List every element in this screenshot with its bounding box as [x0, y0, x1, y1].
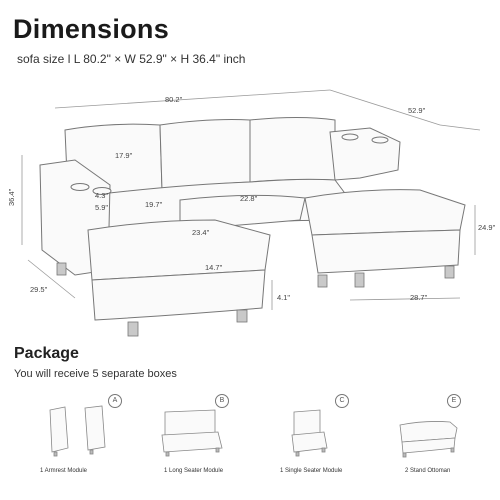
armrest-width-label: 4.3": [95, 191, 108, 200]
package-item-single-seater: C 1 Single Seater Module: [272, 390, 372, 490]
package-letter-e: E: [447, 394, 461, 408]
leg-height-label: 4.1": [277, 293, 290, 302]
sofa-dimension-diagram: 80.2" 52.9" 36.4" 17.9" 4.3" 5.9" 19.7" …: [7, 89, 496, 337]
package-subtitle: You will receive 5 separate boxes: [14, 368, 177, 380]
package-letter-b: B: [215, 394, 229, 408]
height-label: 36.4": [7, 188, 16, 206]
package-caption-ottoman: 2 Stand Ottoman: [405, 468, 451, 474]
package-item-long-seater: B 1 Long Seater Module: [150, 390, 250, 490]
width-label: 52.9": [408, 106, 426, 115]
package-item-armrest: A 1 Armrest Module: [30, 390, 130, 490]
package-letter-c: C: [335, 394, 349, 408]
package-caption-armrest: 1 Armrest Module: [40, 468, 88, 474]
armrest-module-illustration: [49, 405, 106, 457]
seat-width-label: 22.8": [240, 194, 258, 203]
package-item-ottoman: E 2 Stand Ottoman: [385, 390, 485, 490]
ottoman-width-label: 14.7": [205, 263, 223, 272]
package-title: Package: [14, 345, 79, 362]
ottoman-length-label: 28.7": [410, 293, 428, 302]
ottoman-illustration: [399, 421, 458, 458]
back-height-label: 17.9": [115, 151, 133, 160]
length-label: 80.2": [165, 95, 183, 104]
cupholder-label: 5.9": [95, 203, 108, 212]
page-title: Dimensions: [13, 14, 170, 44]
chaise-depth-label: 29.5": [30, 285, 48, 294]
single-seater-illustration: [291, 409, 328, 457]
package-caption-long-seater: 1 Long Seater Module: [164, 468, 224, 474]
ottoman-depth-label: 23.4": [192, 228, 210, 237]
ottoman-height-label: 24.9": [478, 223, 496, 232]
sofa-size-text: sofa size l L 80.2" × W 52.9" × H 36.4" …: [17, 52, 246, 66]
long-seater-illustration: [161, 409, 223, 457]
seat-depth-label: 19.7": [145, 200, 163, 209]
package-letter-a: A: [108, 394, 122, 408]
package-caption-single-seater: 1 Single Seater Module: [280, 468, 343, 474]
